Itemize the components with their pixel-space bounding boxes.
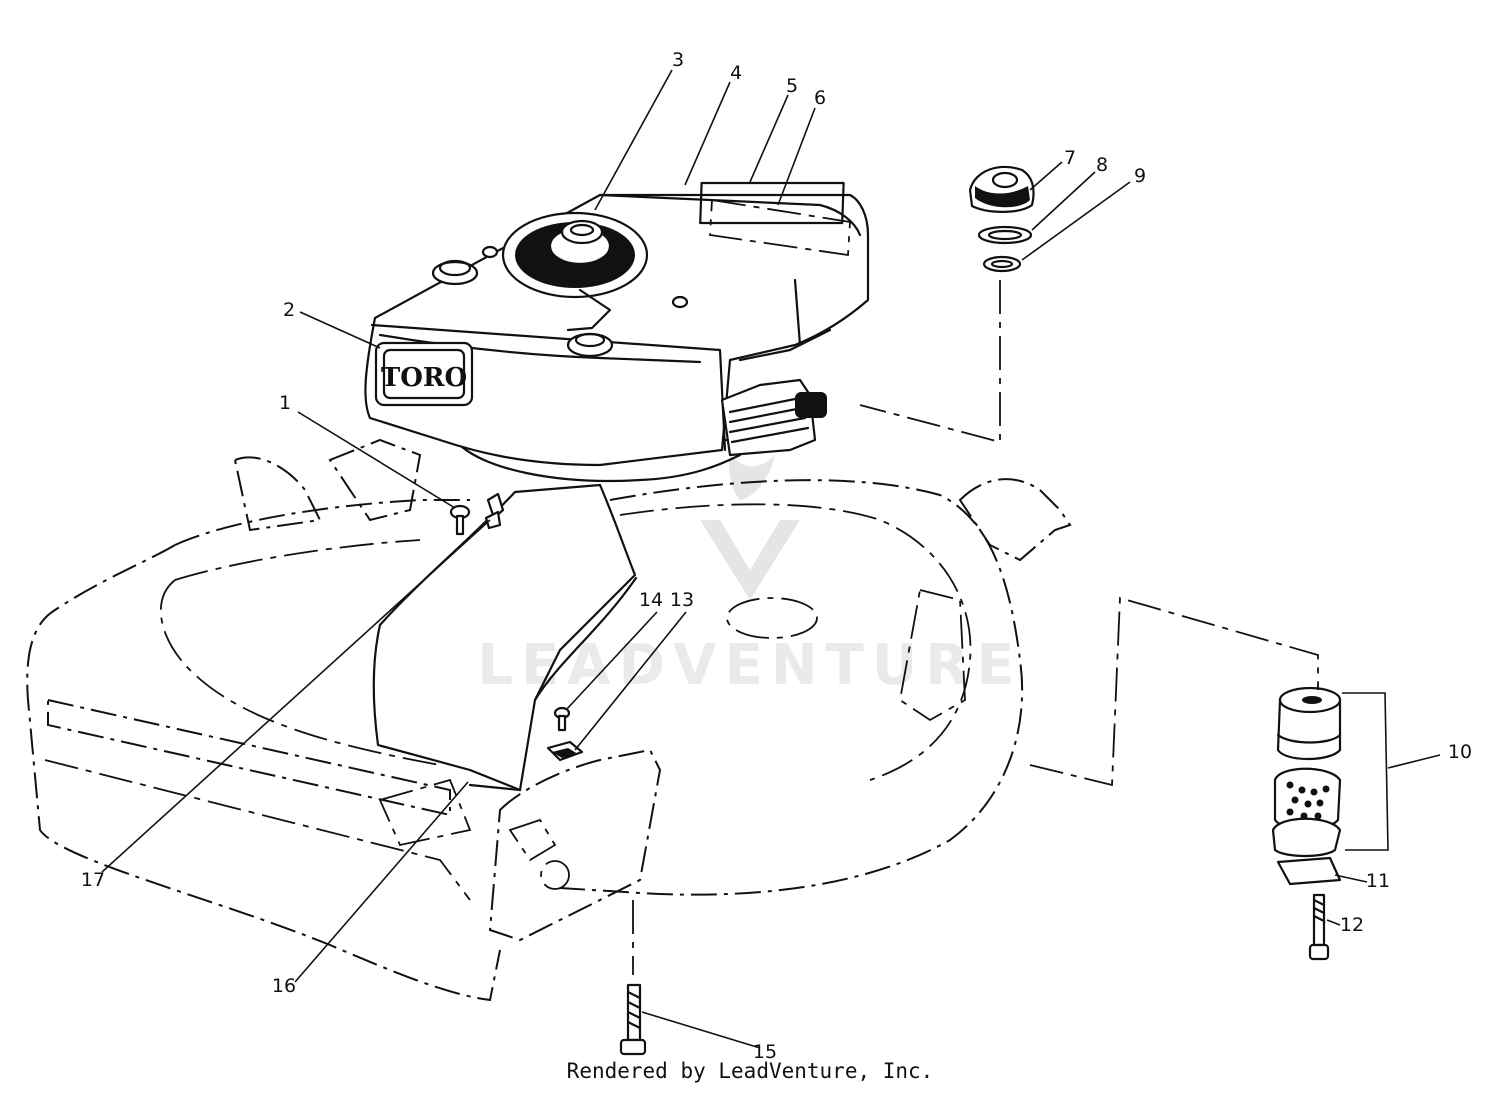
- callout-14: 14: [639, 589, 663, 611]
- callout-numbers: 1 2 3 4 5 6 7 8 9 10 11 12 13 14 15 16 1…: [81, 49, 1472, 1063]
- cylinder-fins: [720, 378, 827, 457]
- callout-9: 9: [1134, 165, 1146, 187]
- muffler-holes: [1286, 781, 1330, 820]
- watermark-text: LEADVENTURE: [477, 633, 1022, 698]
- callout-2: 2: [283, 299, 295, 321]
- callout-6: 6: [814, 87, 826, 109]
- toro-logo: TORO: [374, 341, 474, 407]
- callout-13: 13: [670, 589, 694, 611]
- callout-17: 17: [81, 869, 105, 891]
- callout-8: 8: [1096, 154, 1108, 176]
- callout-4: 4: [730, 62, 742, 84]
- svg-text:TORO: TORO: [381, 363, 467, 393]
- callout-leaders: [101, 69, 1441, 1049]
- mower-deck: [26, 438, 1072, 1002]
- callout-16: 16: [272, 975, 296, 997]
- callout-10: 10: [1448, 741, 1472, 763]
- callout-3: 3: [672, 49, 684, 71]
- callout-12: 12: [1340, 914, 1364, 936]
- callout-5: 5: [786, 75, 798, 97]
- muffler-assembly: [1029, 596, 1389, 961]
- leadventure-logo: [700, 455, 800, 600]
- air-filter-assembly: [859, 165, 1035, 444]
- callout-11: 11: [1366, 870, 1390, 892]
- hardware: [449, 492, 647, 1056]
- callout-1: 1: [279, 392, 291, 414]
- callout-15: 15: [753, 1041, 777, 1063]
- callout-7: 7: [1064, 147, 1076, 169]
- recoil-starter: [501, 211, 649, 332]
- render-credit: Rendered by LeadVenture, Inc.: [566, 1059, 934, 1083]
- engine: TORO: [364, 181, 870, 483]
